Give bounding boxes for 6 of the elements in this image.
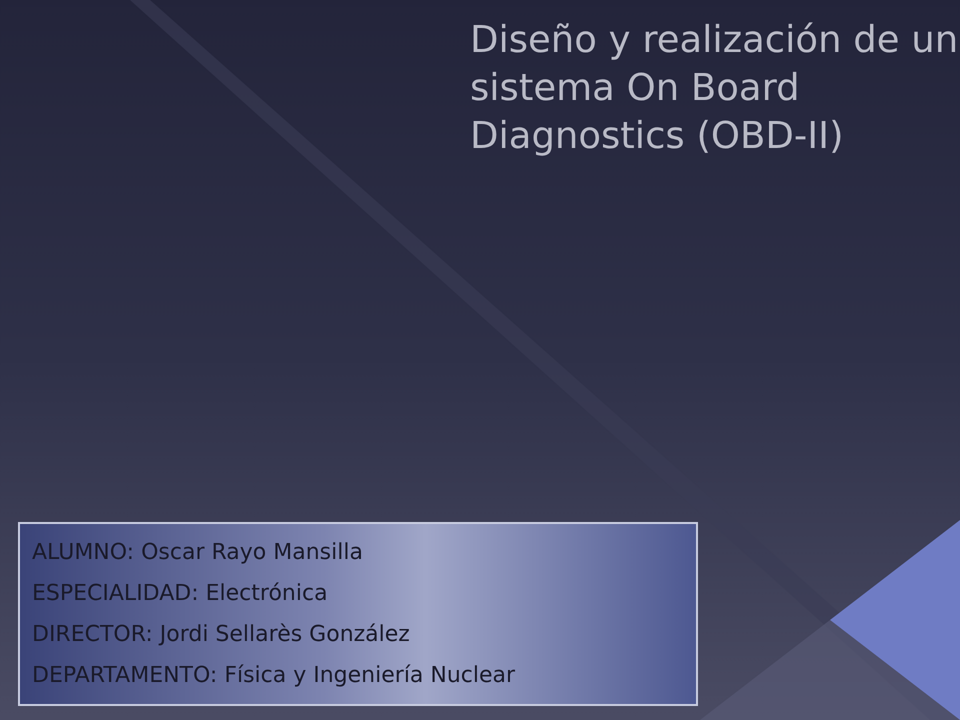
slide-title: Diseño y realización de un sistema On Board Diagnostics (OBD-II) bbox=[470, 17, 960, 159]
info-line: DEPARTAMENTO: Física y Ingeniería Nuclear bbox=[32, 662, 516, 690]
info-line: ALUMNO: Oscar Rayo Mansilla bbox=[32, 539, 363, 567]
info-panel bbox=[18, 522, 698, 706]
info-line: DIRECTOR: Jordi Sellarès González bbox=[32, 621, 410, 649]
info-line: ESPECIALIDAD: Electrónica bbox=[32, 580, 328, 608]
